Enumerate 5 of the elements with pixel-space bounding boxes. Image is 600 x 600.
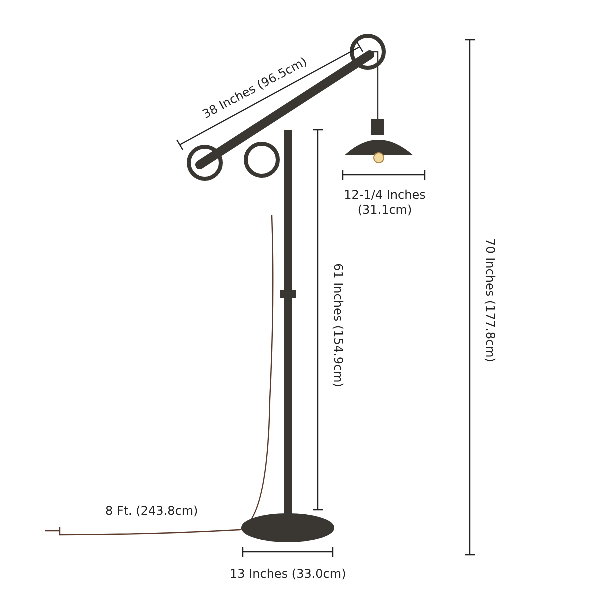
- dimension-label: 8 Ft. (243.8cm): [106, 504, 198, 518]
- dimension-label: 12-1/4 Inches (31.1cm): [343, 188, 427, 218]
- dimension-label: 61 Inches (154.9cm): [330, 263, 346, 387]
- dimension-label: 70 Inches (177.8cm): [482, 238, 498, 362]
- dimension-label: 13 Inches (33.0cm): [230, 566, 346, 582]
